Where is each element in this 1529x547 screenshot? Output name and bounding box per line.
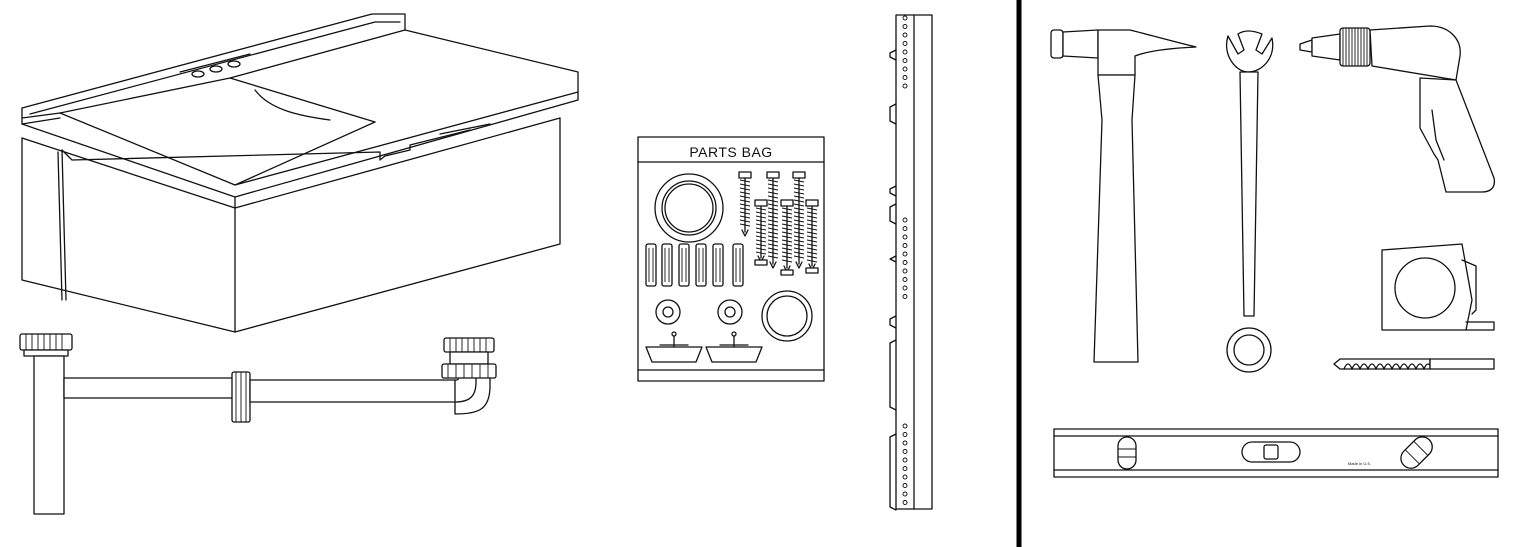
drain-trap [19,333,497,515]
lag-screw-icon [738,171,819,276]
level-icon: Made in U.S. [1053,428,1499,478]
laundry-tub [21,13,579,333]
tape-measure-icon [1381,243,1495,331]
washer-icon [655,299,743,325]
wall-anchor-icon [645,243,744,287]
drill-bit-icon [1333,358,1495,370]
leg-strip [889,14,933,511]
stopper-icon [645,331,763,363]
level-maker-mark: Made in U.S. [1348,461,1371,466]
strainer-flange-icon [654,173,724,243]
gasket-icon [761,290,813,342]
wrench-icon [1225,30,1274,373]
drill-icon [1299,25,1496,193]
hammer-icon [1050,29,1197,363]
parts-bag: PARTS BAG [637,136,825,382]
parts-bag-label: PARTS BAG [689,144,772,160]
